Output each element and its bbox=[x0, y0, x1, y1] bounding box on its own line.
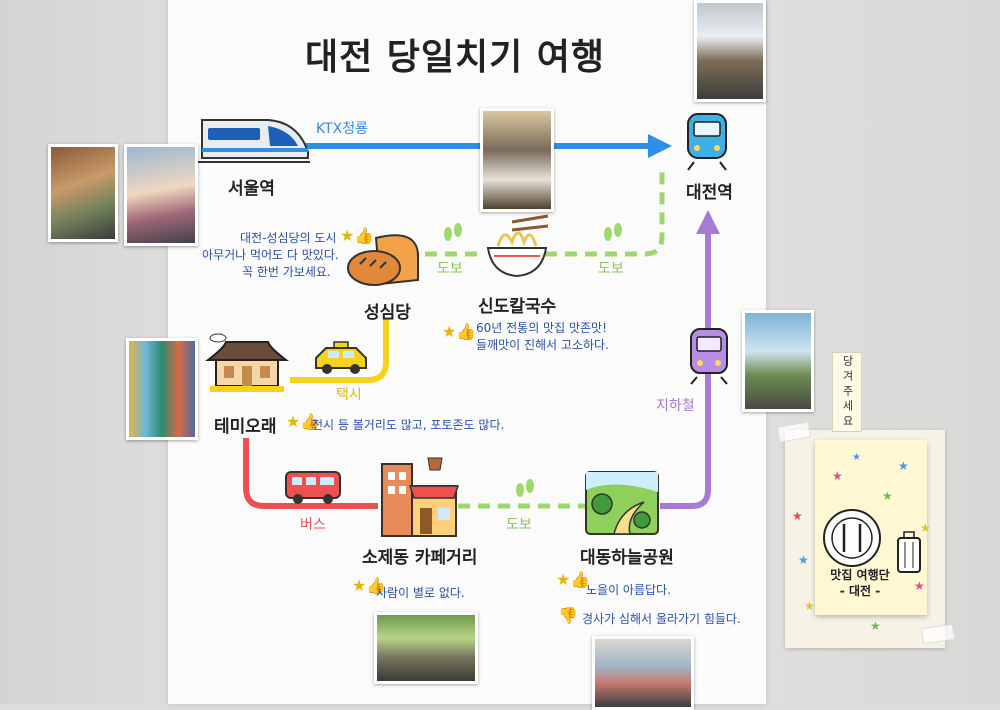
photo-group-cafe-street bbox=[374, 612, 478, 684]
pull-tab[interactable]: 당겨주세요 bbox=[832, 352, 862, 432]
mode-subway: 지하철 bbox=[656, 398, 695, 414]
svg-text:★: ★ bbox=[804, 599, 815, 613]
note-daedong-good: 노을이 아름답다. bbox=[586, 583, 671, 597]
svg-text:★: ★ bbox=[920, 521, 931, 535]
svg-text:★: ★ bbox=[792, 509, 803, 523]
photo-street bbox=[48, 144, 118, 242]
mode-walk-3: 도보 bbox=[506, 517, 532, 533]
note-line: 꼭 한번 가보세요. bbox=[242, 265, 331, 279]
photo-group-station bbox=[694, 0, 766, 102]
photo-temiorae-exhibit bbox=[126, 338, 198, 440]
star-confetti: ★ ★ ★ ★ ★ ★ ★ ★ ★ ★ bbox=[792, 452, 931, 633]
footprints-icon bbox=[444, 223, 462, 241]
note-sungsimdang: 대전-성심당의 도시 아무거나 먹어도 다 맛있다. 꼭 한번 가보세요. bbox=[202, 230, 339, 281]
thumbs-up-icon: ★👍 bbox=[340, 226, 375, 245]
note-sojedong: 사람이 별로 없다. bbox=[376, 586, 465, 600]
svg-text:★: ★ bbox=[898, 459, 909, 473]
svg-text:★: ★ bbox=[870, 619, 881, 633]
footprints-icon bbox=[516, 479, 534, 497]
ktx-train-icon bbox=[198, 119, 310, 163]
svg-text:★: ★ bbox=[798, 553, 809, 567]
mode-walk-2: 도보 bbox=[598, 261, 624, 277]
photo-subway-stop bbox=[742, 310, 814, 412]
bus-line bbox=[243, 438, 378, 509]
poster-title: 대전 당일치기 여행 bbox=[305, 37, 606, 78]
place-temiorae: 테미오래 bbox=[214, 417, 277, 437]
thumbs-up-icon: ★👍 bbox=[286, 412, 321, 431]
place-sindo-kalguksu: 신도칼국수 bbox=[478, 297, 557, 317]
svg-text:★: ★ bbox=[832, 469, 843, 483]
brand-logo-icon bbox=[823, 509, 921, 573]
mode-taxi: 택시 bbox=[336, 387, 362, 403]
footprints-icon bbox=[604, 223, 622, 241]
photo-friends-selfie bbox=[124, 144, 198, 246]
place-daedong-park: 대동하늘공원 bbox=[580, 548, 674, 568]
place-seoul-station: 서울역 bbox=[228, 179, 275, 199]
subway-arrow bbox=[696, 210, 720, 234]
note-line: 아무거나 먹어도 다 맛있다. bbox=[202, 248, 339, 262]
taxi-line bbox=[290, 318, 389, 383]
mode-walk-1: 도보 bbox=[437, 261, 463, 277]
mode-bus: 버스 bbox=[300, 517, 326, 533]
svg-text:★: ★ bbox=[882, 489, 893, 503]
hanok-icon bbox=[205, 333, 289, 392]
taxi-icon bbox=[315, 341, 367, 374]
note-line: 60년 전통의 맛집 맛존맛! bbox=[476, 321, 607, 335]
cafe-street-icon bbox=[381, 457, 460, 537]
place-daejeon-station: 대전역 bbox=[686, 183, 733, 203]
svg-text:★: ★ bbox=[852, 452, 861, 463]
place-sojedong: 소제동 카페거리 bbox=[362, 548, 478, 568]
bus-icon bbox=[285, 471, 341, 504]
place-sungsimdang: 성심당 bbox=[364, 303, 411, 323]
note-daedong-bad: 경사가 심해서 올라가기 힘들다. bbox=[582, 612, 741, 626]
brand-title: 맛집 여행단 bbox=[830, 568, 890, 582]
note-line: 대전-성심당의 도시 bbox=[240, 231, 337, 245]
walk-line-station bbox=[545, 168, 665, 257]
subway-train-icon bbox=[690, 328, 728, 385]
brand-subtitle: - 대전 - bbox=[839, 584, 881, 598]
subway-line bbox=[660, 232, 711, 509]
mode-ktx: KTX청룡 bbox=[316, 121, 368, 137]
daejeon-train-icon bbox=[687, 113, 727, 171]
park-icon bbox=[585, 471, 659, 535]
thumbs-up-icon: ★👍 bbox=[442, 322, 477, 341]
photo-group-park bbox=[592, 636, 694, 710]
note-temiorae: 전시 등 볼거리도 많고, 포토존도 많다. bbox=[312, 418, 505, 432]
noodle-bowl-icon bbox=[486, 214, 549, 278]
svg-text:★: ★ bbox=[914, 579, 925, 593]
thumbs-up-icon: ★👍 bbox=[556, 570, 591, 589]
note-sindo: 60년 전통의 맛집 맛존맛! 들깨맛이 진해서 고소하다. bbox=[476, 320, 609, 354]
thumbs-up-icon: ★👍 bbox=[352, 576, 387, 595]
photo-man-at-restaurant bbox=[480, 108, 554, 212]
ktx-arrow bbox=[648, 134, 672, 158]
bread-icon bbox=[347, 234, 419, 286]
thumbs-down-icon: 👎 bbox=[558, 606, 578, 625]
note-line: 들깨맛이 진해서 고소하다. bbox=[476, 338, 609, 352]
